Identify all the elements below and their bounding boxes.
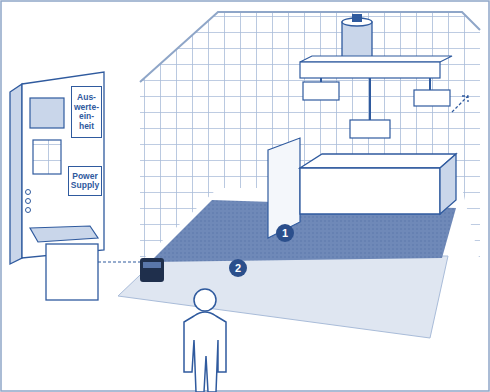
button <box>26 199 31 204</box>
unit-box: Aus- werte- ein- heit <box>71 86 102 138</box>
gripper <box>350 120 390 138</box>
machine-side <box>440 154 456 214</box>
person <box>184 312 226 392</box>
button <box>26 190 31 195</box>
fence-top-edge <box>140 12 480 82</box>
button <box>26 208 31 213</box>
keyboard-shelf <box>30 226 98 242</box>
warning-zone <box>118 256 448 338</box>
pedestal <box>46 244 98 300</box>
callout-number: 1 <box>276 224 294 242</box>
scanner-wire <box>98 261 140 262</box>
robot-column <box>342 22 372 58</box>
gripper <box>303 82 339 100</box>
cabinet-side <box>10 84 22 264</box>
fence-right-wall <box>462 12 480 262</box>
cabinet-front <box>22 72 104 258</box>
laser-scanner <box>140 258 164 282</box>
callout-number: 2 <box>229 259 247 277</box>
callout-number: 2 <box>235 263 241 274</box>
gripper <box>414 90 450 106</box>
gripper-rod <box>320 78 322 82</box>
power-box: Power Supply <box>68 166 102 196</box>
box-label: Aus- werte- ein- heit <box>73 93 100 131</box>
robot-cap <box>352 14 362 22</box>
fence-back-wall <box>218 12 462 188</box>
keypad <box>33 140 61 174</box>
motion-arrow <box>452 96 468 112</box>
callout-number: 1 <box>282 228 288 239</box>
box-label: Power Supply <box>70 172 100 191</box>
machine-front <box>300 168 440 214</box>
robot-arm <box>300 62 440 78</box>
robot-arm-top <box>300 56 452 62</box>
person-head <box>194 289 216 311</box>
guard-panel <box>268 138 300 238</box>
machine-top <box>300 154 456 168</box>
screen <box>30 98 64 128</box>
gripper-rod <box>369 78 371 120</box>
gripper-rod <box>429 78 431 90</box>
scanner-window <box>143 262 161 268</box>
